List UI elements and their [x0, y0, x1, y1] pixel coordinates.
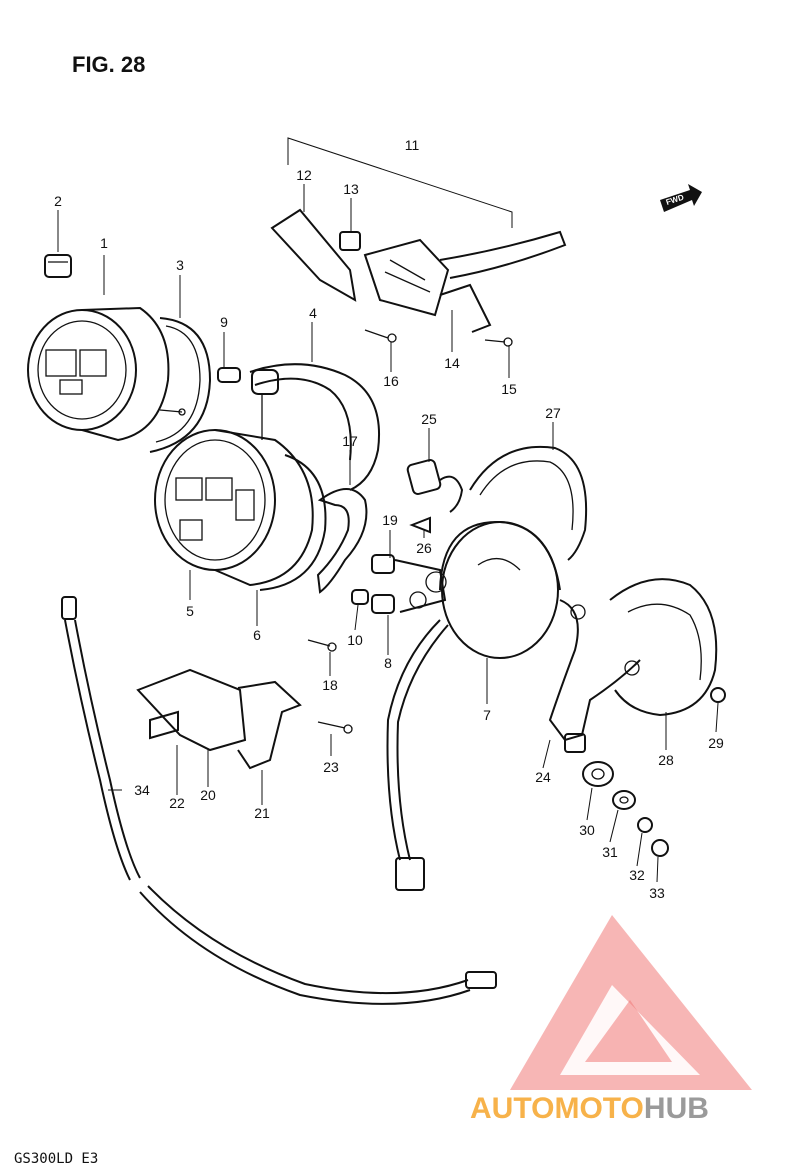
gasket-6 [259, 454, 327, 591]
watermark-text-hub: HUB [644, 1092, 709, 1125]
label-22: 22 [169, 795, 185, 811]
label-21: 21 [254, 805, 270, 821]
label-30: 30 [579, 822, 595, 838]
watermark-text: AUTOMOTOHUB [470, 1092, 709, 1125]
label-12: 12 [296, 167, 312, 183]
grommet-30 [582, 761, 614, 787]
label-4: 4 [309, 305, 317, 321]
label-6: 6 [253, 627, 261, 643]
bulb-2 [44, 254, 72, 278]
label-2: 2 [54, 193, 62, 209]
label-25: 25 [421, 411, 437, 427]
label-1: 1 [100, 235, 108, 251]
screw-18 [307, 639, 337, 652]
watermark-logo-icon [510, 915, 752, 1090]
speedometer [27, 306, 186, 442]
figure-title: FIG. 28 [72, 52, 145, 77]
socket-9 [217, 367, 279, 440]
stay-24 [548, 599, 641, 753]
label-11: 11 [405, 137, 420, 153]
nut-29 [710, 687, 726, 703]
label-24: 24 [535, 769, 551, 785]
label-27: 27 [545, 405, 561, 421]
label-23: 23 [323, 759, 339, 775]
cover-28 [609, 578, 718, 717]
housing-7 [386, 520, 561, 891]
washer-32 [637, 817, 653, 833]
label-17: 17 [342, 433, 358, 449]
label-16: 16 [383, 373, 399, 389]
cable-34 [61, 596, 497, 1005]
clip-25 [406, 459, 442, 495]
nut-33 [651, 839, 669, 857]
label-13: 13 [343, 181, 359, 197]
nut-26 [409, 516, 431, 534]
label-10: 10 [347, 632, 363, 648]
label-20: 20 [200, 787, 216, 803]
watermark-text-automoto: AUTOMOTO [470, 1092, 644, 1125]
fwd-arrow-icon: FWD [660, 184, 702, 212]
label-18: 18 [322, 677, 338, 693]
harness-11 [270, 208, 567, 347]
label-7: 7 [483, 707, 491, 723]
plate-17 [316, 488, 368, 594]
cover-27 [439, 446, 588, 561]
screw-23 [317, 721, 353, 734]
label-26: 26 [416, 540, 432, 556]
label-8: 8 [384, 655, 392, 671]
label-33: 33 [649, 885, 665, 901]
label-31: 31 [602, 844, 618, 860]
gauge-cover-3 [149, 317, 212, 453]
label-3: 3 [176, 257, 184, 273]
tachometer [154, 429, 314, 587]
washer-31 [612, 790, 636, 810]
holder-20 [136, 668, 302, 770]
label-28: 28 [658, 752, 674, 768]
label-32: 32 [629, 867, 645, 883]
bracket-11 [287, 137, 513, 228]
lamp-assembly [351, 554, 447, 614]
label-9: 9 [220, 314, 228, 330]
label-34: 34 [134, 782, 150, 798]
label-29: 29 [708, 735, 724, 751]
label-19: 19 [382, 512, 398, 528]
label-5: 5 [186, 603, 194, 619]
label-14: 14 [444, 355, 460, 371]
model-code: GS300LD E3 [14, 1151, 98, 1167]
case-4 [249, 363, 380, 491]
label-15: 15 [501, 381, 517, 397]
